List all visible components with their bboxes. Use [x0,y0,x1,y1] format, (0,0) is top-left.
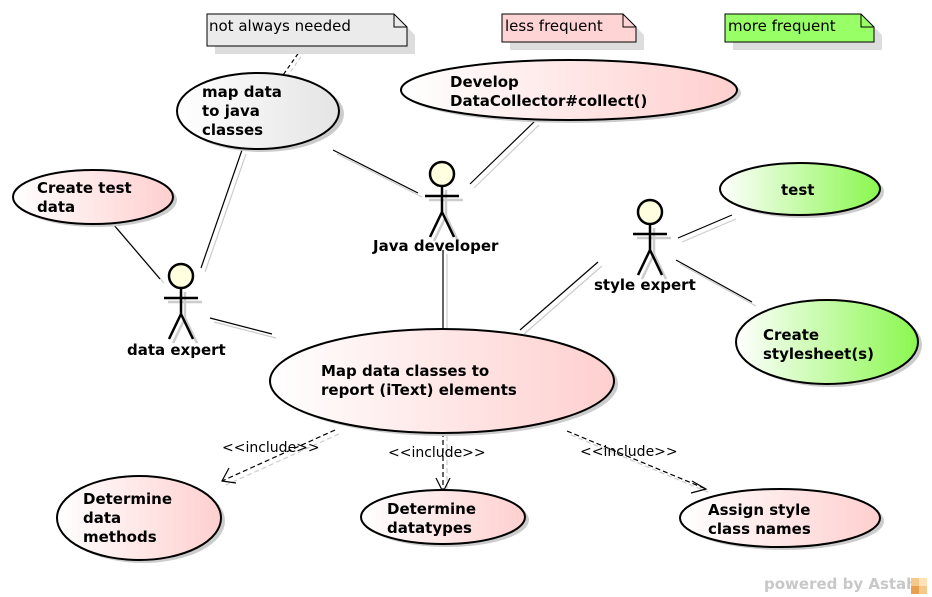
assoc-styleexpert-test [677,214,733,239]
usecase-text: map data [202,83,282,101]
assoc-dataexpert-testdata [112,223,161,280]
associations [112,120,757,339]
powered-by-footer: powered by Astah [764,575,927,594]
note-more-frequent: more frequent [724,13,882,50]
usecase-text: Assign style [708,501,810,519]
astah-logo-icon [911,578,927,594]
usecase-text: Develop [450,73,519,91]
actor-label-java-developer: Java developer [372,237,499,255]
note-less-frequent: less frequent [501,13,644,50]
usecase-text: to java [202,102,260,120]
note-anchor [282,47,306,79]
usecase-text: classes [202,121,263,139]
include-dependencies [221,429,711,496]
usecase-map-report-elements[interactable]: Map data classes to report (iText) eleme… [269,328,618,436]
usecase-text: Determine [387,500,476,518]
footer-text: powered by Astah [764,575,917,593]
usecase-text: test [781,181,814,199]
usecase-create-test-data[interactable]: Create test data [12,169,177,227]
usecase-create-stylesheet[interactable]: Create stylesheet(s) [735,299,922,387]
include-label-datatypes: <<include>> [388,445,486,461]
actor-label-style-expert: style expert [594,276,696,294]
usecase-text: Create [763,326,819,344]
actor-data-expert[interactable]: data expert [127,262,226,359]
assoc-javadev-develop [469,120,536,185]
usecase-text: Create test [37,179,132,197]
usecase-determine-data-methods[interactable]: Determine data methods [56,475,225,563]
note-text-more-frequent: more frequent [728,17,836,35]
usecase-assign-style-class[interactable]: Assign style class names [679,488,884,550]
include-label-methods: <<include>> [222,440,320,456]
actor-style-expert[interactable]: style expert [594,198,696,294]
usecase-text: data [37,198,75,216]
note-text-less-frequent: less frequent [505,17,603,35]
actor-head [167,262,195,290]
actor-label-data-expert: data expert [127,341,226,359]
note-not-always-needed: not always needed [206,13,415,54]
usecase-text: stylesheet(s) [763,345,874,363]
usecase-develop-collect[interactable]: Develop DataCollector#collect() [400,59,741,123]
usecase-text: datatypes [387,519,472,537]
assoc-styleexpert-stylesheet [675,259,753,303]
note-text-not-always: not always needed [209,17,351,35]
usecase-text: DataCollector#collect() [450,92,647,110]
actor-java-developer[interactable]: Java developer [372,160,499,255]
usecase-test[interactable]: test [719,162,884,218]
actor-head [428,160,456,188]
usecase-text: report (iText) elements [321,381,517,399]
usecase-text: methods [83,528,157,546]
usecase-determine-datatypes[interactable]: Determine datatypes [360,489,529,547]
include-arrowheads [221,467,708,494]
assoc-javadev-mapdata [332,149,419,194]
actor-head [636,198,664,226]
include-assign-style [566,430,707,490]
include-determine-methods [221,429,336,482]
assoc-styleexpert-mapreport [519,261,599,331]
include-label-assign: <<include>> [580,444,678,460]
usecase-text: data [83,509,121,527]
usecase-text: class names [708,520,811,538]
assoc-dataexpert-mapdata [200,149,243,269]
assoc-dataexpert-mapreport [209,317,273,335]
usecase-text: Determine [83,490,172,508]
usecase-map-data-java[interactable]: map data to java classes [176,72,344,152]
usecase-text: Map data classes to [321,362,489,380]
